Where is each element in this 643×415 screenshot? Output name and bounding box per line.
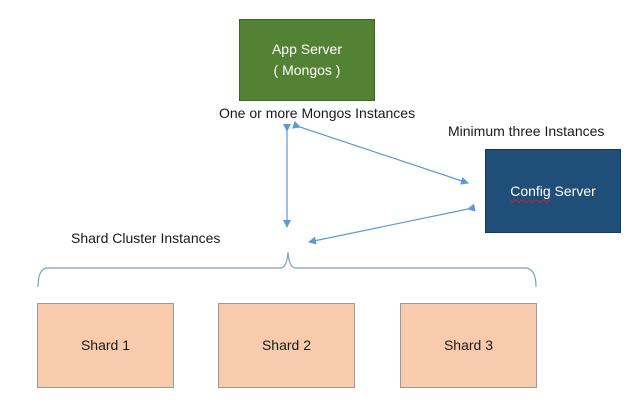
app-server-title: App Server [271, 41, 343, 57]
config-server-label: Config Server [510, 181, 596, 202]
shard-1-label: Shard 1 [80, 337, 131, 353]
shard-3-label: Shard 3 [443, 337, 494, 353]
shard-group-brace [37, 251, 537, 288]
app-server-subtitle: ( Mongos ) [273, 62, 341, 78]
shard-2-label: Shard 2 [261, 337, 312, 353]
config-to-shards-arrow [308, 203, 476, 245]
config-server-label-server: Server [550, 182, 596, 199]
shard-1-box: Shard 1 [37, 303, 174, 388]
shard-3-box: Shard 3 [400, 303, 537, 388]
app-to-config-arrow [292, 120, 469, 185]
mongos-instances-label: One or more Mongos Instances [219, 105, 416, 121]
shard-2-box: Shard 2 [218, 303, 355, 388]
min-three-instances-label: Minimum three Instances [448, 123, 605, 139]
config-server-label-config: Config [510, 182, 551, 199]
app-server-box: App Server ( Mongos ) [239, 19, 375, 101]
config-server-box: Config Server [485, 149, 621, 233]
shard-cluster-label: Shard Cluster Instances [71, 230, 221, 246]
